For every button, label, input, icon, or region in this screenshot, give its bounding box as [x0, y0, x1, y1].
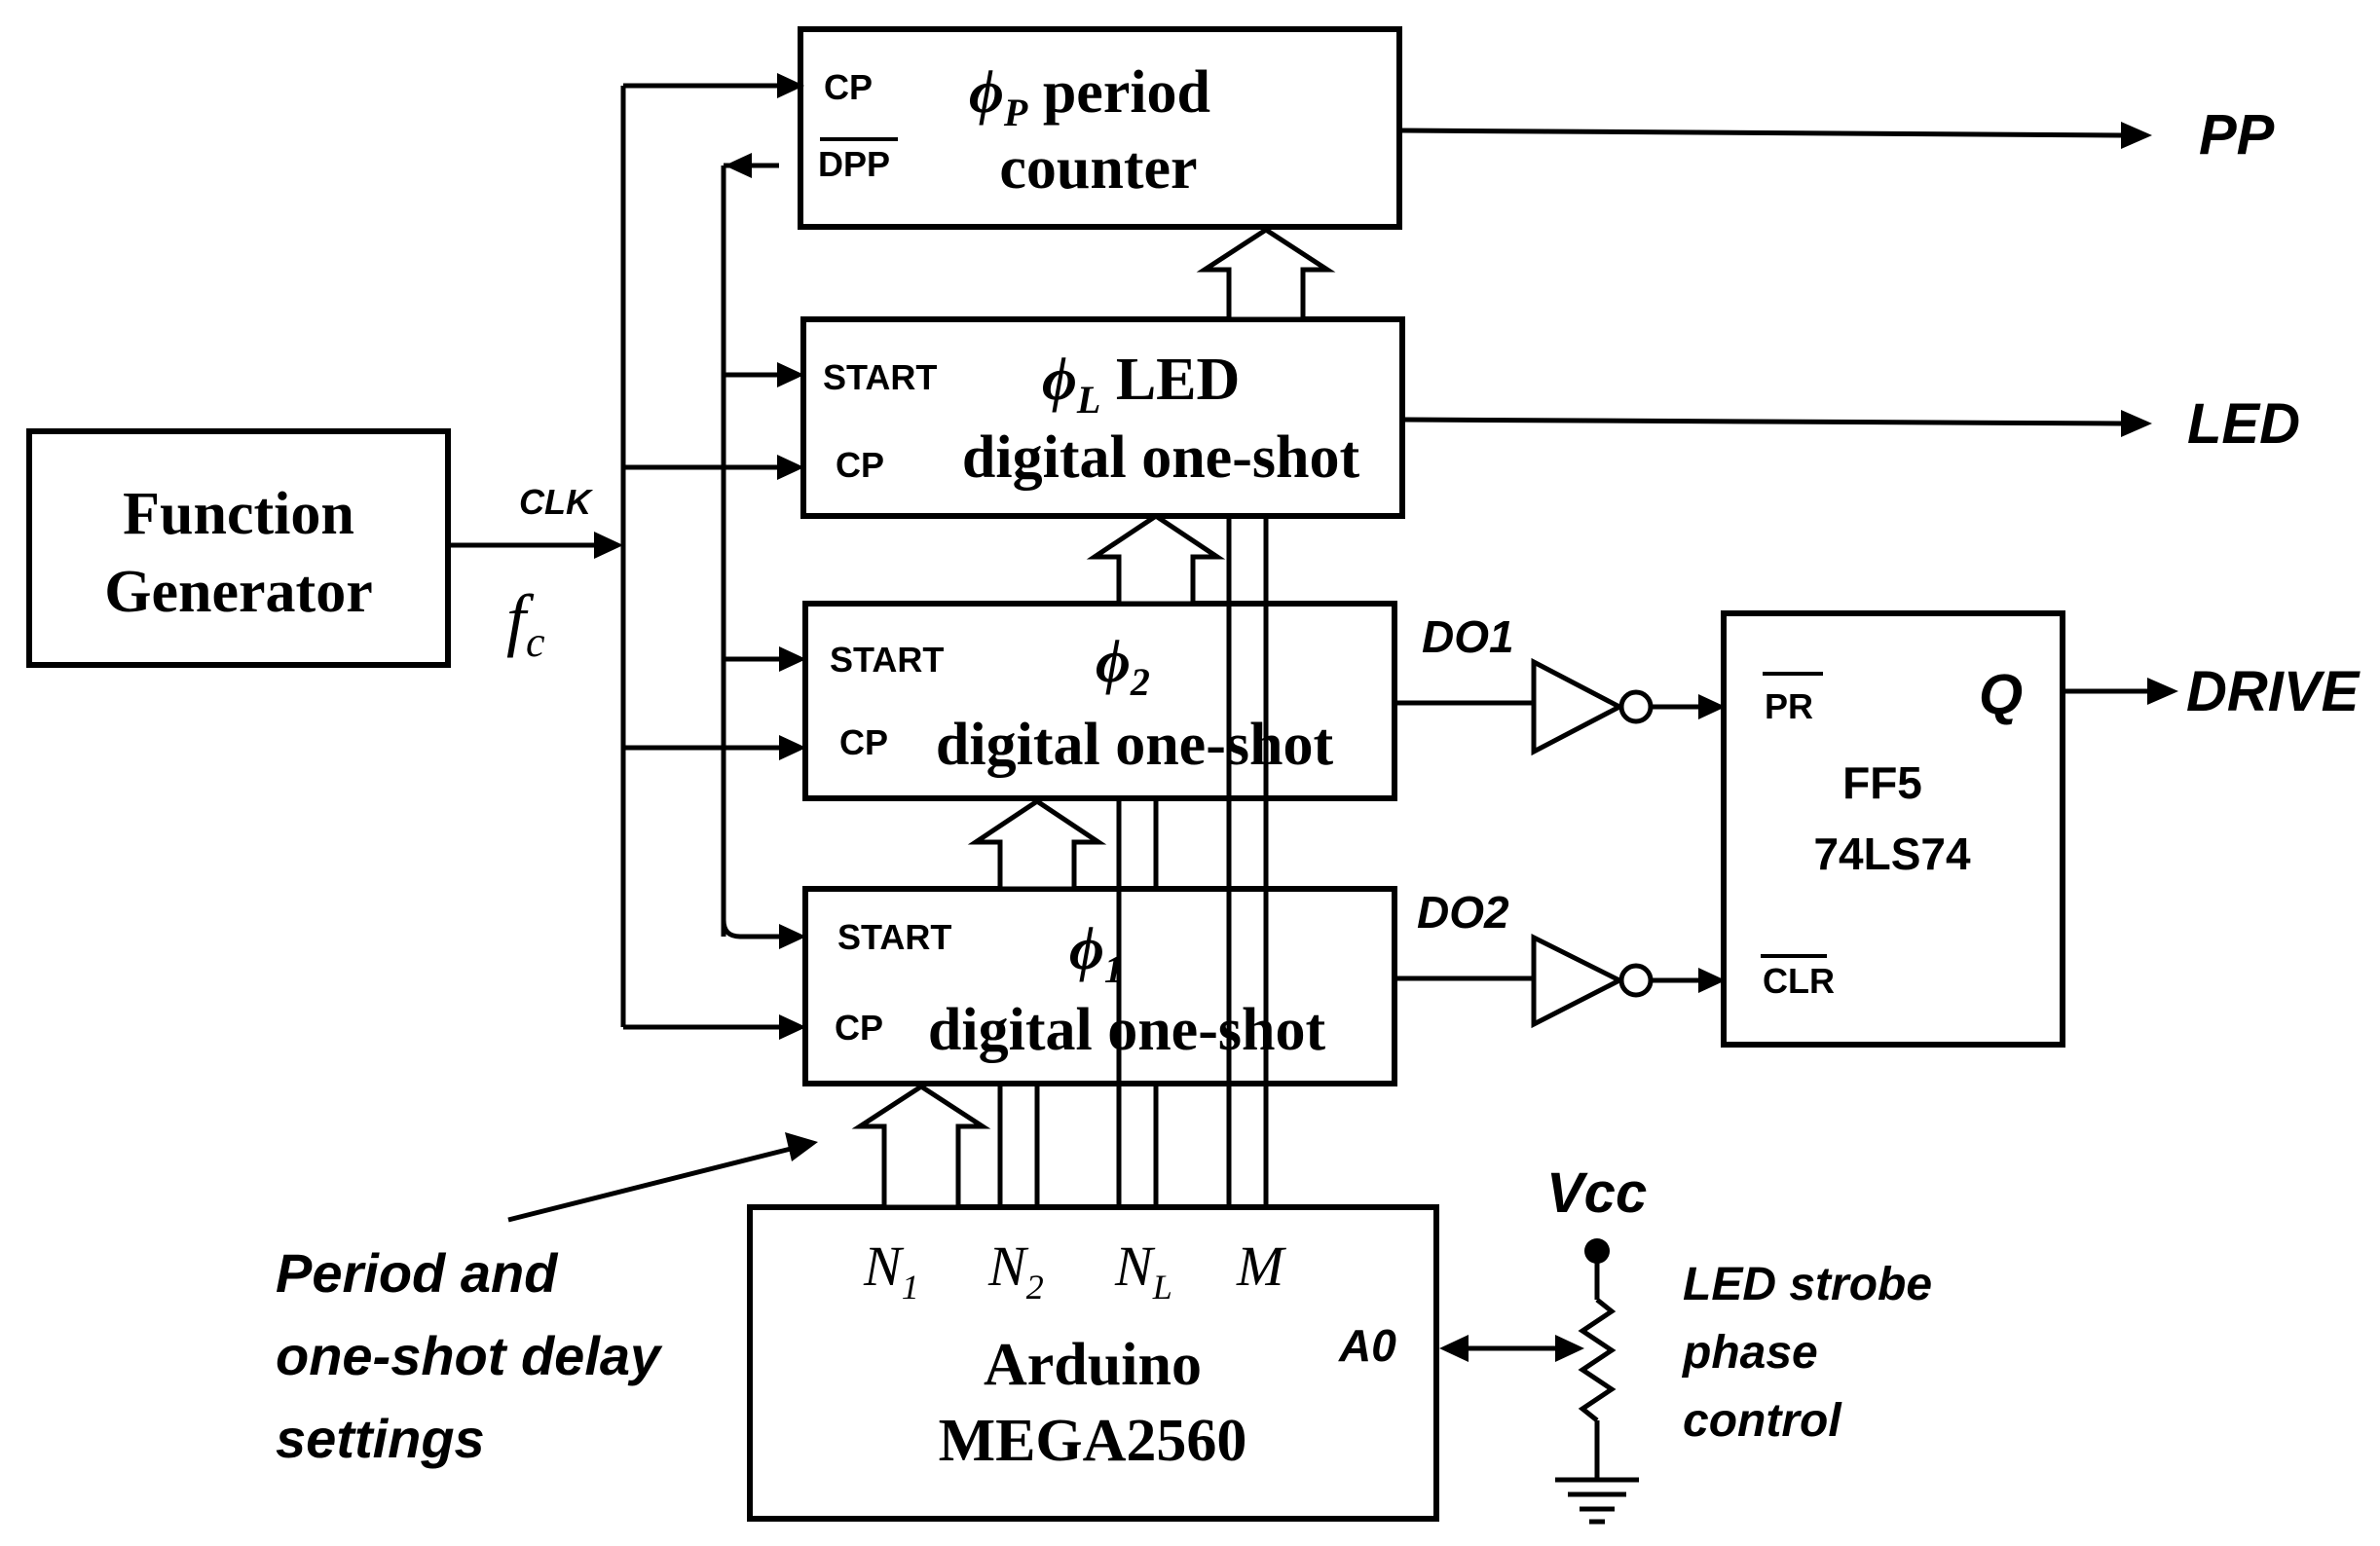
annotation-line2: one-shot delay: [276, 1325, 663, 1386]
period-counter-title: ϕP period: [969, 59, 1210, 134]
arduino-nl-label: NL: [1114, 1234, 1172, 1307]
led-output-label: LED: [2187, 392, 2300, 456]
oneshot2-line2: digital one-shot: [936, 712, 1334, 778]
parallel-buses: [997, 519, 1269, 1207]
inverter-do1: DO1: [1395, 611, 1726, 756]
settings-annotation: Period and one-shot delay settings: [276, 1132, 818, 1469]
led-oneshot-start-pin: START: [823, 357, 937, 397]
annotation-pointer-line: [507, 1146, 792, 1223]
pot-label-line1: LED strobe: [1683, 1259, 1932, 1310]
inverter-triangle: [1531, 933, 1625, 1029]
oneshot2-block: START CP ϕ2 digital one-shot: [802, 601, 1397, 801]
pp-output-label: PP: [2199, 103, 2275, 166]
function-generator-block: Function Generator: [26, 428, 451, 668]
bus-arrows: [851, 227, 1336, 1210]
n1-bus-arrow: [851, 1084, 991, 1210]
arduino-n2-label: N2: [987, 1234, 1044, 1307]
do1-label: DO1: [1422, 611, 1514, 662]
arduino-m-label: M: [1236, 1234, 1286, 1298]
inverter-bubble: [1618, 963, 1654, 998]
arrowhead: [779, 1014, 806, 1040]
start-bus: [721, 153, 806, 949]
wiper-arrowhead-left: [1439, 1335, 1469, 1362]
arrowhead: [777, 362, 804, 387]
flipflop-part: 74LS74: [1813, 828, 1971, 879]
resistor-zigzag: [1578, 1298, 1617, 1422]
flipflop-name: FF5: [1842, 757, 1922, 808]
pot-label-line3: control: [1683, 1395, 1842, 1447]
drive-output-label: DRIVE: [2186, 660, 2361, 723]
annotation-line1: Period and: [276, 1242, 559, 1304]
period-counter-block: CP DPP ϕP period counter: [798, 26, 1402, 230]
clock-bus: CLK fc: [448, 73, 806, 1040]
oneshot1-cp-pin: CP: [835, 1008, 883, 1048]
arduino-line2: MEGA2560: [939, 1408, 1247, 1474]
arduino-line1: Arduino: [984, 1332, 1202, 1398]
annotation-line3: settings: [276, 1408, 485, 1469]
potentiometer: Vcc LED strobe phase control: [1439, 1161, 1932, 1525]
inverter-do2: DO2: [1395, 887, 1726, 1029]
oneshot2-cp-pin: CP: [839, 722, 888, 762]
fc-label: fc: [506, 580, 545, 666]
period-counter-line2: counter: [999, 135, 1197, 202]
arrowhead: [779, 924, 806, 949]
flipflop-pr-pin: PR: [1765, 686, 1813, 726]
oneshot1-to-oneshot2-bus-arrow: [967, 797, 1107, 892]
oneshot1-block: START CP ϕ1 digital one-shot: [802, 886, 1397, 1086]
oneshot2-title: ϕ2: [1096, 629, 1150, 704]
oneshot2-start-pin: START: [830, 640, 944, 680]
arrowhead: [2121, 410, 2152, 437]
arrowhead: [779, 735, 806, 760]
arrowhead: [779, 646, 806, 672]
clk-arrowhead: [594, 532, 623, 559]
function-generator-line2: Generator: [104, 559, 372, 625]
arrowhead: [1698, 694, 1726, 719]
dpp-arrowhead: [725, 153, 752, 178]
period-counter-cp-pin: CP: [824, 67, 873, 107]
arrowhead: [2147, 678, 2178, 705]
led-oneshot-title: ϕL LED: [1042, 347, 1240, 422]
pp-wire: [1401, 128, 2122, 138]
arduino-a0-pin: A0: [1338, 1320, 1396, 1371]
period-counter-dpp-pin: DPP: [818, 144, 890, 184]
arduino-n1-label: N1: [863, 1234, 919, 1307]
wiper-arrowhead-right: [1555, 1335, 1584, 1362]
function-generator-line1: Function: [123, 481, 354, 547]
inverter-bubble: [1618, 689, 1654, 724]
vcc-label: Vcc: [1546, 1161, 1647, 1225]
annotation-pointer-arrowhead: [785, 1132, 818, 1161]
flipflop-clr-pin: CLR: [1763, 961, 1835, 1001]
oneshot1-start-pin: START: [837, 917, 951, 957]
led-oneshot-block: START CP ϕL LED digital one-shot: [800, 316, 1405, 519]
led-to-period-bus-arrow: [1196, 227, 1336, 322]
do2-label: DO2: [1417, 887, 1509, 938]
flipflop-q-pin: Q: [1979, 663, 2023, 726]
arrowhead: [777, 73, 804, 98]
clk-label: CLK: [519, 482, 594, 522]
start-to-oneshot1: [721, 919, 789, 939]
led-oneshot-line2: digital one-shot: [962, 424, 1360, 491]
outputs: PP LED DRIVE: [1401, 103, 2361, 723]
oneshot2-to-led-bus-arrow: [1086, 512, 1226, 607]
arrowhead: [1698, 968, 1726, 993]
pot-label-line2: phase: [1681, 1327, 1818, 1379]
arrowhead: [777, 455, 804, 480]
flipflop-block: PR Q FF5 74LS74 CLR: [1721, 610, 2065, 1048]
arduino-block: N1 N2 NL M A0 Arduino MEGA2560: [747, 1204, 1439, 1522]
led-oneshot-cp-pin: CP: [836, 445, 884, 485]
oneshot1-line2: digital one-shot: [928, 997, 1326, 1063]
led-wire: [1404, 417, 2122, 426]
inverter-triangle: [1531, 657, 1625, 756]
arrowhead: [2121, 122, 2152, 149]
